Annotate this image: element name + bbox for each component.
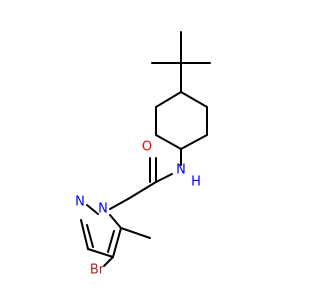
amide-nitrogen-label: N bbox=[176, 163, 186, 178]
bond-c5-methyl bbox=[120, 227, 151, 239]
bond-ring-1 bbox=[180, 91, 208, 108]
bond-c4-br bbox=[103, 256, 114, 267]
pyrazole-n2-label: N bbox=[75, 195, 85, 210]
amide-hydrogen-label: H bbox=[191, 175, 201, 190]
bond-nh-to-carbonyl bbox=[155, 173, 173, 183]
bond-ring-4 bbox=[155, 134, 182, 150]
oxygen-label: O bbox=[142, 140, 152, 155]
bond-ring-6 bbox=[155, 91, 182, 108]
bond-c4-c5 bbox=[112, 227, 122, 258]
bond-carbonyl-to-ch2 bbox=[127, 181, 157, 200]
bond-n2-c3-inner bbox=[86, 224, 94, 248]
bond-c3-c4 bbox=[87, 248, 114, 258]
bond-c4-c5-inner bbox=[107, 230, 115, 253]
bond-c5-n1 bbox=[109, 214, 122, 229]
bond-ring-3 bbox=[180, 134, 208, 150]
molecule-drawing: O N H N N Br bbox=[75, 31, 211, 278]
bond-n1-n2 bbox=[86, 204, 99, 215]
bond-ch2-to-n1 bbox=[109, 198, 129, 210]
pyrazole-n1-label: N bbox=[98, 202, 108, 217]
bond-n2-c3 bbox=[80, 219, 89, 250]
molecule-structure: O N H N N Br bbox=[75, 31, 211, 278]
bromine-label: Br bbox=[90, 263, 105, 278]
